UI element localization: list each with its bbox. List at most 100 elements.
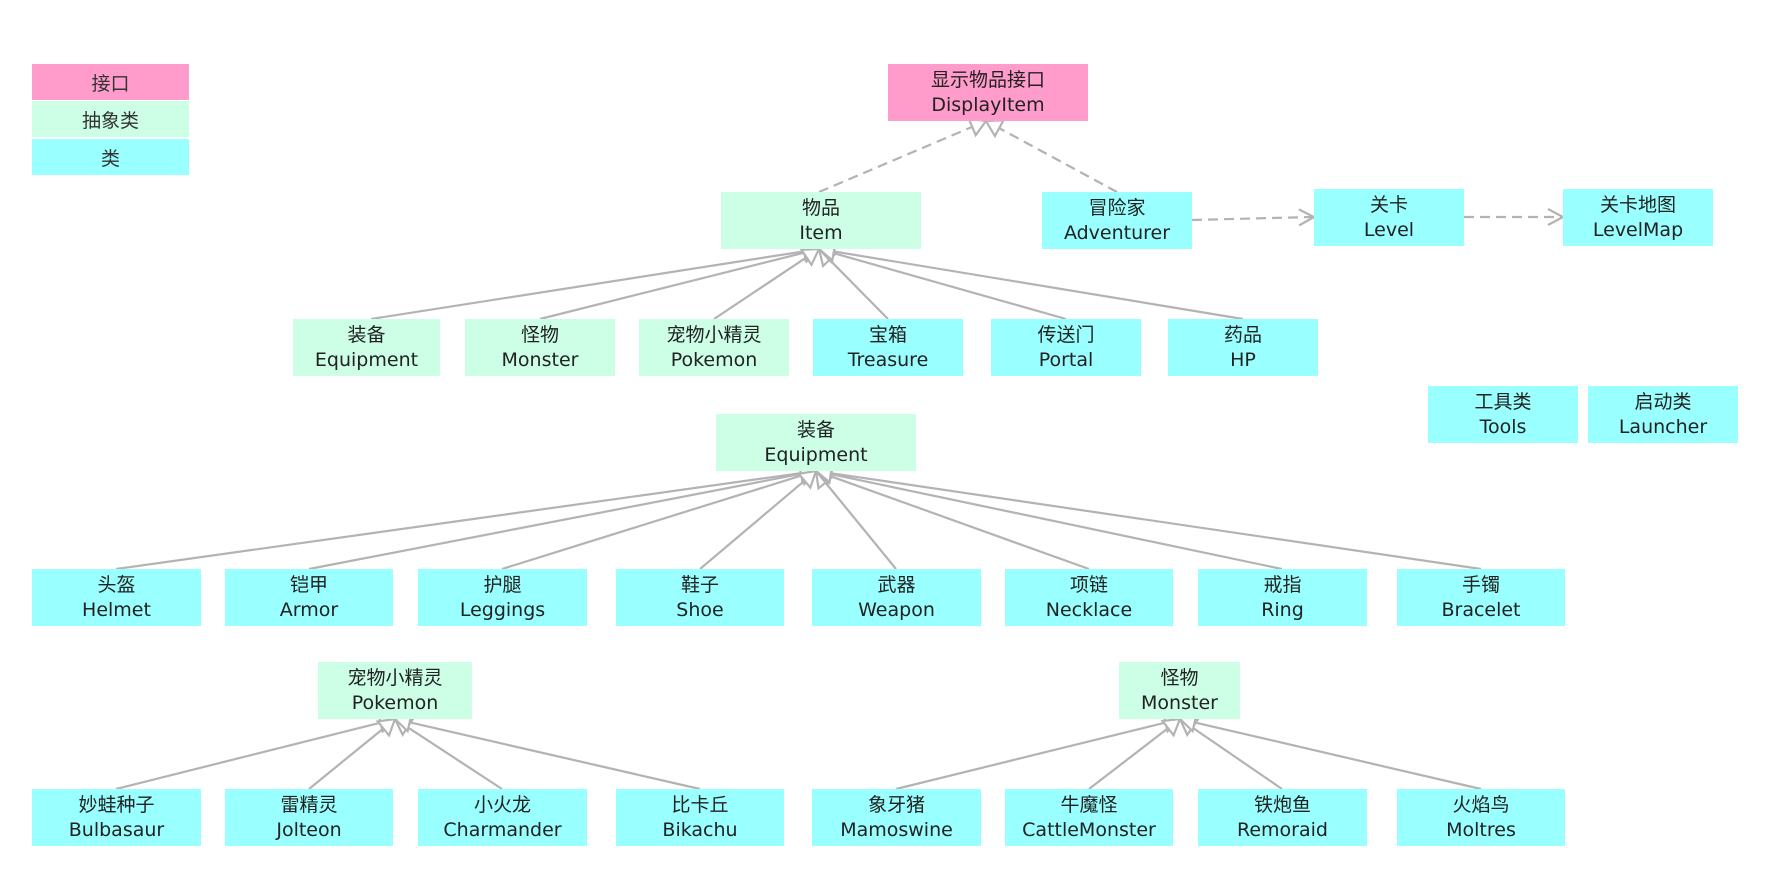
node-adventurer-cn-label: 冒险家	[1088, 196, 1146, 219]
edge-necklace-to-equipment-line	[829, 475, 1090, 571]
node-shoe-en-label: Shoe	[676, 598, 724, 621]
node-charmander-en-label: Charmander	[443, 818, 562, 841]
node-hp-cn-label: 药品	[1223, 323, 1262, 346]
node-pokemon-en-label: Pokemon	[351, 691, 439, 714]
node-jolteon-en-label: Jolteon	[276, 818, 342, 841]
node-equipment-cn-label: 装备	[796, 418, 835, 441]
legend-abstract: 抽象类	[32, 101, 189, 137]
edge-portal-to-item-line	[833, 252, 1067, 321]
node-necklace-cn-label: 项链	[1069, 573, 1108, 596]
edge-armor-to-equipment-line	[308, 472, 802, 571]
node-bikachu-en-label: Bikachu	[662, 818, 738, 841]
node-cattlemonster-cn-label: 牛魔怪	[1060, 793, 1118, 816]
edge-adventurer-to-displayitem-line	[998, 127, 1118, 193]
node-bracelet-cn-label: 手镯	[1461, 573, 1500, 596]
node-weapon-cn-label: 武器	[877, 573, 916, 596]
edge-pokemon-top-to-item-line	[713, 256, 808, 320]
node-treasure-cn-label: 宝箱	[868, 323, 907, 346]
edge-treasure-to-item-line	[828, 258, 889, 320]
edge-adventurer-to-level-line	[1191, 215, 1313, 222]
edge-moltres-to-monster-line	[1194, 721, 1482, 791]
edge-weapon-to-equipment-line	[824, 481, 897, 570]
node-displayitem-cn-label: 显示物品接口	[930, 68, 1045, 91]
node-bulbasaur-en-label: Bulbasaur	[68, 818, 165, 841]
legend-class: 类	[32, 139, 189, 175]
node-charmander-cn-label: 小火龙	[473, 793, 531, 816]
edge-charmander-to-pokemon-line	[406, 726, 503, 790]
node-portal-en-label: Portal	[1038, 348, 1094, 371]
legend-interface: 接口	[32, 64, 189, 100]
node-pokemon-top-en-label: Pokemon	[670, 348, 758, 371]
node-moltres-cn-label: 火焰鸟	[1452, 793, 1510, 816]
edge-leggings-to-equipment-line	[501, 474, 803, 571]
node-levelmap-cn-label: 关卡地图	[1599, 193, 1676, 216]
edge-bulbasaur-to-pokemon-line	[115, 721, 381, 791]
node-mamoswine-cn-label: 象牙猪	[867, 793, 925, 816]
node-monster-en-label: Monster	[1141, 691, 1218, 714]
node-moltres-en-label: Moltres	[1446, 818, 1516, 841]
node-ring-en-label: Ring	[1261, 598, 1304, 621]
node-bikachu-cn-label: 比卡丘	[671, 793, 729, 816]
node-item-en-label: Item	[799, 221, 843, 244]
node-shoe-cn-label: 鞋子	[680, 573, 719, 596]
node-portal-cn-label: 传送门	[1037, 323, 1095, 346]
node-displayitem-en-label: DisplayItem	[931, 93, 1045, 116]
edge-jolteon-to-pokemon-line	[308, 727, 385, 790]
node-armor-cn-label: 铠甲	[289, 573, 328, 596]
node-armor-en-label: Armor	[279, 598, 339, 621]
node-weapon-en-label: Weapon	[858, 598, 935, 621]
node-item-cn-label: 物品	[801, 196, 840, 219]
edge-ring-to-equipment-line	[830, 473, 1283, 571]
node-launcher-cn-label: 启动类	[1634, 390, 1692, 413]
node-treasure-en-label: Treasure	[847, 348, 929, 371]
node-levelmap-en-label: LevelMap	[1592, 218, 1684, 241]
edge-bracelet-to-equipment-line	[830, 472, 1482, 571]
node-remoraid-cn-label: 铁炮鱼	[1253, 793, 1311, 816]
node-equipment-en-label: Equipment	[764, 443, 868, 466]
node-hp-en-label: HP	[1230, 348, 1256, 371]
node-equipment-top-cn-label: 装备	[347, 323, 386, 346]
node-launcher-en-label: Launcher	[1618, 415, 1708, 438]
node-bracelet-en-label: Bracelet	[1441, 598, 1521, 621]
edge-shoe-to-equipment-line	[699, 479, 806, 570]
node-remoraid-en-label: Remoraid	[1237, 818, 1328, 841]
node-tools-cn-label: 工具类	[1474, 390, 1532, 413]
node-level-en-label: Level	[1363, 218, 1415, 241]
edge-jolteon-to-pokemon-arrowhead	[375, 717, 397, 738]
node-cattlemonster-en-label: CattleMonster	[1022, 818, 1156, 841]
node-monster-cn-label: 怪物	[1160, 666, 1199, 689]
node-ring-cn-label: 戒指	[1263, 573, 1302, 596]
node-pokemon-cn-label: 宠物小精灵	[347, 666, 443, 689]
edge-item-to-displayitem-line	[818, 125, 973, 194]
edge-hp-to-item-line	[833, 250, 1244, 321]
node-adventurer-en-label: Adventurer	[1063, 221, 1171, 244]
node-level-cn-label: 关卡	[1369, 193, 1408, 216]
node-mamoswine-en-label: Mamoswine	[840, 818, 953, 841]
